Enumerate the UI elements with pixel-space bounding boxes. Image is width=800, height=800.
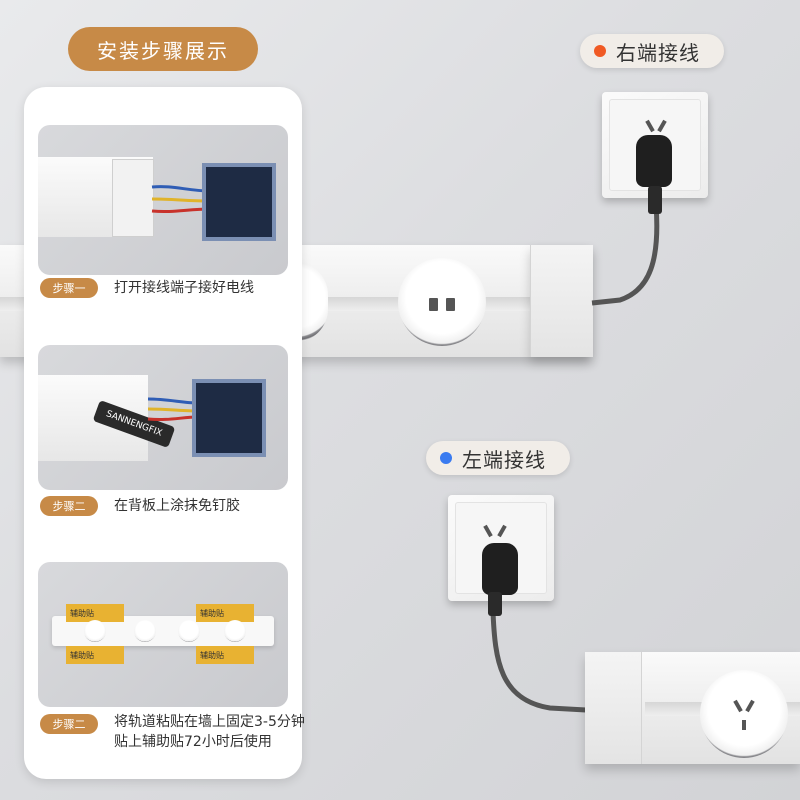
- mini-socket: [178, 620, 200, 642]
- track-usb-socket[interactable]: [398, 258, 486, 346]
- helper-sticker: 辅助贴: [196, 604, 254, 622]
- plug-left[interactable]: [482, 543, 518, 595]
- label-right-wiring: 右端接线: [580, 34, 724, 68]
- junction-box: [192, 379, 266, 457]
- label-left-text: 左端接线: [462, 447, 546, 472]
- track-ac-socket[interactable]: [700, 670, 788, 758]
- plug-right-stem: [648, 186, 662, 214]
- wall-outlet-right: [602, 92, 708, 198]
- helper-sticker: 辅助贴: [66, 646, 124, 664]
- mini-socket: [224, 620, 246, 642]
- step-1-photo: [38, 125, 288, 275]
- step-1-badge: 步骤一: [40, 278, 98, 298]
- socket-slot: [742, 720, 746, 730]
- step-3-photo: 辅助贴 辅助贴 辅助贴 辅助贴: [38, 562, 288, 707]
- blue-dot-icon: [440, 452, 452, 464]
- track-end-cap-left: [585, 652, 642, 764]
- step-2-badge: 步骤二: [40, 496, 98, 516]
- step-2-photo: SANNENGFIX: [38, 345, 288, 490]
- helper-sticker: 辅助贴: [196, 646, 254, 664]
- panel-title: 安装步骤展示: [68, 27, 258, 71]
- helper-sticker: 辅助贴: [66, 604, 124, 622]
- mini-socket: [84, 620, 106, 642]
- usb-port-icon: [446, 298, 455, 311]
- orange-dot-icon: [594, 45, 606, 57]
- label-right-text: 右端接线: [616, 40, 700, 65]
- plug-left-stem: [488, 592, 502, 616]
- socket-slot: [745, 699, 755, 713]
- junction-box: [202, 163, 276, 241]
- track-end-cap-right: [530, 245, 593, 357]
- terminal-block: [112, 159, 154, 237]
- plug-right[interactable]: [636, 135, 672, 187]
- label-left-wiring: 左端接线: [426, 441, 570, 475]
- step-3-badge: 步骤二: [40, 714, 98, 734]
- usb-port-icon: [429, 298, 438, 311]
- step-1-text: 打开接线端子接好电线: [114, 280, 254, 296]
- step-2-text: 在背板上涂抹免钉胶: [114, 498, 240, 514]
- mini-socket: [134, 620, 156, 642]
- socket-slot: [733, 699, 743, 713]
- step-3-text-line1: 将轨道粘贴在墙上固定3-5分钟: [114, 714, 305, 730]
- step-3-text-line2: 贴上辅助贴72小时后使用: [114, 734, 272, 750]
